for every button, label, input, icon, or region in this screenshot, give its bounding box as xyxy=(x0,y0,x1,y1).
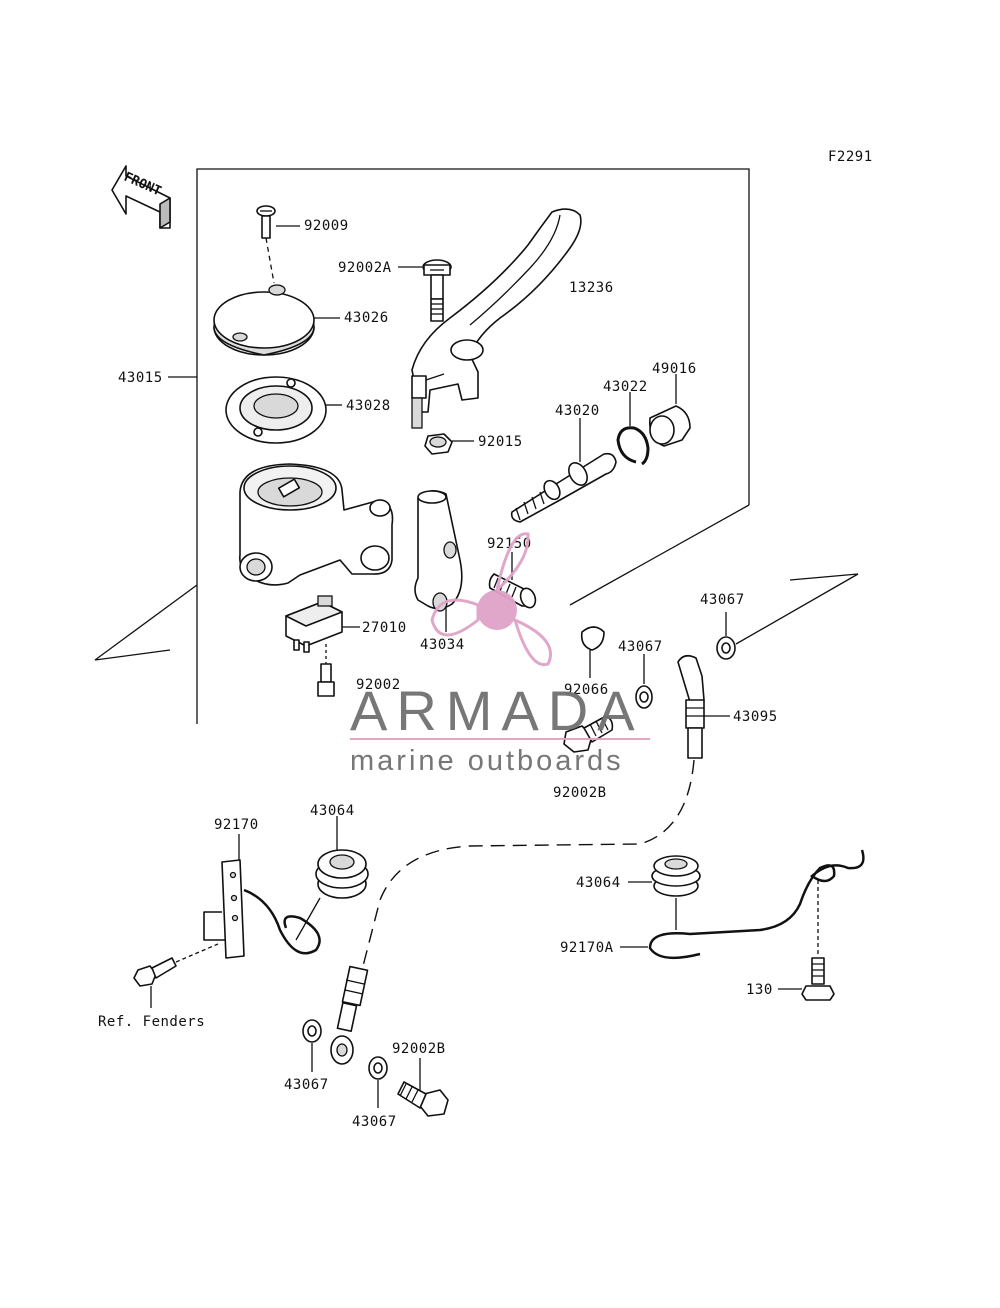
label-92002B-top: 92002B xyxy=(553,785,607,801)
bolt-130 xyxy=(778,880,835,1001)
screw-92002 xyxy=(317,644,335,697)
bracket-92170 xyxy=(203,834,321,959)
bolt-92002A xyxy=(398,259,452,322)
label-ref-fenders: Ref. Fenders xyxy=(98,1014,205,1030)
washer-43067-lower-right xyxy=(368,1056,388,1108)
assembly-frame xyxy=(94,168,750,724)
washer-43067-mid xyxy=(635,654,653,709)
banjo-bolt-92002B-lower xyxy=(397,1058,449,1117)
propeller-logo-icon xyxy=(430,532,553,667)
washer-43067-lower-left xyxy=(302,1019,322,1072)
label-43095: 43095 xyxy=(733,709,778,725)
label-43022: 43022 xyxy=(603,379,648,395)
watermark: ARMADA marine outboards xyxy=(350,532,650,777)
washer-43067-top xyxy=(716,573,859,660)
label-43067-top: 43067 xyxy=(700,592,745,608)
screw-92009 xyxy=(256,205,300,284)
grommet-43064-right xyxy=(628,855,701,930)
label-92002: 92002 xyxy=(356,677,401,693)
diaphragm-43028 xyxy=(225,376,342,444)
bolt-92150 xyxy=(488,552,537,609)
grommet-43064-left xyxy=(295,816,369,941)
watermark-tagline: marine outboards xyxy=(350,745,624,777)
label-92009: 92009 xyxy=(304,218,349,234)
label-43067-mid: 43067 xyxy=(618,639,663,655)
circlip-43022 xyxy=(616,392,650,466)
figure-code: F2291 xyxy=(828,149,873,165)
label-49016: 49016 xyxy=(652,361,697,377)
front-arrow-icon: FRONT xyxy=(111,165,171,229)
label-43064-right: 43064 xyxy=(576,875,621,891)
label-43028: 43028 xyxy=(346,398,391,414)
clamp-92170A xyxy=(620,849,865,960)
switch-27010 xyxy=(285,595,360,653)
label-92015: 92015 xyxy=(478,434,523,450)
label-92002A: 92002A xyxy=(338,260,392,276)
label-13236: 13236 xyxy=(569,280,614,296)
reservoir-cap-43026 xyxy=(213,284,340,356)
label-43034: 43034 xyxy=(420,637,465,653)
hose-fitting-43095 xyxy=(677,654,730,759)
clamp-43034 xyxy=(414,490,463,632)
brake-lever-13236 xyxy=(411,208,582,429)
bolt-ref-fenders xyxy=(133,943,219,1008)
label-43067-lower-left: 43067 xyxy=(284,1077,329,1093)
nut-92015 xyxy=(424,433,474,455)
brake-hose xyxy=(361,759,695,971)
watermark-brand: ARMADA xyxy=(350,679,644,742)
label-43020: 43020 xyxy=(555,403,600,419)
label-43026: 43026 xyxy=(344,310,389,326)
label-92150: 92150 xyxy=(487,536,532,552)
dust-boot-49016 xyxy=(648,374,691,447)
label-43067-lower-right: 43067 xyxy=(352,1114,397,1130)
label-130: 130 xyxy=(746,982,773,998)
label-27010: 27010 xyxy=(362,620,407,636)
label-92066: 92066 xyxy=(564,682,609,698)
piston-43020 xyxy=(510,418,617,523)
master-cylinder-body xyxy=(238,463,394,586)
label-92002B-lower: 92002B xyxy=(392,1041,446,1057)
hose-banjo-lower xyxy=(330,965,369,1065)
label-92170A: 92170A xyxy=(560,940,614,956)
label-43064-left: 43064 xyxy=(310,803,355,819)
label-43015: 43015 xyxy=(118,370,163,386)
label-92170: 92170 xyxy=(214,817,259,833)
cap-92066 xyxy=(580,626,605,678)
